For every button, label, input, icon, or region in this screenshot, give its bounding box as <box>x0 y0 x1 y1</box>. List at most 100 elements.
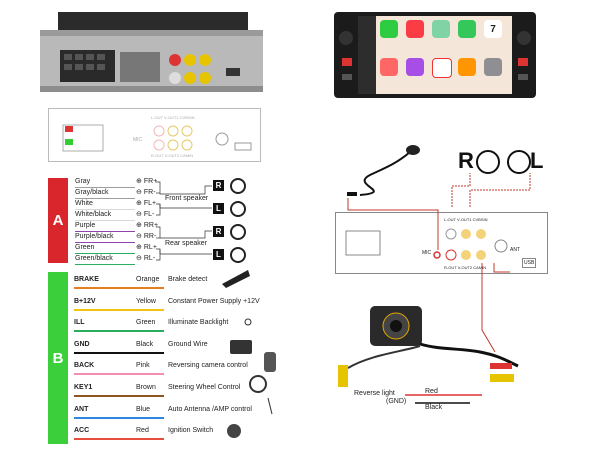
app-icon-music[interactable] <box>406 20 424 38</box>
reverse-light-label: Reverse light <box>354 390 395 397</box>
speaker-wire-line <box>75 264 135 265</box>
steering-wheel-icon <box>249 375 267 393</box>
minus-icon: ⊖ <box>136 255 142 262</box>
power-wire-function: Steering Wheel Control <box>168 384 241 391</box>
backlight-icon <box>244 318 252 326</box>
power-wire-color: Orange <box>136 276 160 283</box>
speaker-wire-color: Gray <box>75 178 91 185</box>
app-icon-settings[interactable] <box>484 58 502 76</box>
terminal-label: RL- <box>143 255 156 262</box>
speaker-wire-color: Purple/black <box>75 233 114 240</box>
terminal-label: RR+ <box>143 222 159 229</box>
ignition-icon <box>227 424 241 438</box>
app-icon-calendar[interactable]: 7 <box>484 20 502 38</box>
power-wire-color: Yellow <box>136 298 156 305</box>
gear-shift-icon <box>264 352 276 372</box>
speaker-terminal: ⊖RR- <box>136 233 156 241</box>
front-unit-image: 7 <box>334 12 536 98</box>
app-icon-messages[interactable] <box>458 20 476 38</box>
left-speaker-icon <box>507 150 531 174</box>
power-wire-line <box>74 352 164 354</box>
power-wire-color: Black <box>136 341 154 348</box>
speaker-wire-color: Gray/black <box>75 189 109 196</box>
right-speaker-icon <box>476 150 500 174</box>
front-right-box: R <box>213 180 224 191</box>
app-icon-maps[interactable] <box>432 20 450 38</box>
speaker-wire-color: White/black <box>75 211 112 218</box>
app-icon-books[interactable] <box>458 58 476 76</box>
section-a-bar: A <box>48 178 68 263</box>
minus-icon: ⊖ <box>136 189 142 196</box>
power-wire-color: Green <box>136 319 156 326</box>
speaker-terminal: ⊖FR- <box>136 189 156 197</box>
speaker-terminal: ⊖FL- <box>136 211 154 219</box>
power-wire-name: ACC <box>74 427 90 434</box>
power-wire-name: BACK <box>74 362 95 369</box>
power-wire-function: Constant Power Supply +12V <box>168 298 260 305</box>
front-left-speaker-icon <box>230 201 246 217</box>
power-wire-name: GND <box>74 341 90 348</box>
front-left-box: L <box>213 203 224 214</box>
power-wire-function: Ground Wire <box>168 341 208 348</box>
ant-label: ANT <box>510 247 520 253</box>
panel-line-art: L-OUT V-OUT1 CVBSIN R-OUT V-OUT2 CAMIN M… <box>48 108 261 162</box>
plus-icon: ⊕ <box>136 244 142 251</box>
speaker-terminal: ⊕FR+ <box>136 178 157 186</box>
speaker-wire-line <box>75 242 135 243</box>
power-wire-function: Reversing camera control <box>168 362 248 369</box>
ground-battery-icon <box>230 340 252 354</box>
plus-icon: ⊕ <box>136 222 142 229</box>
rear-right-speaker-icon <box>230 224 246 240</box>
power-wire-color: Blue <box>136 406 151 413</box>
terminal-label: FL- <box>143 211 155 218</box>
speaker-wire-color: White <box>75 200 93 207</box>
app-icon-news[interactable] <box>432 58 452 78</box>
speaker-wire-line <box>75 209 135 210</box>
power-wire-function: Auto Antenna /AMP control <box>168 406 252 413</box>
panel-top-labels: L-OUT V-OUT1 CVBSIN <box>444 217 488 222</box>
power-wire-function: Ignition Switch <box>168 427 214 434</box>
panel-bottom-labels: R-OUT V-OUT2 CAMIN <box>444 265 487 270</box>
power-wire-color: Red <box>136 427 149 434</box>
power-wire-line <box>74 438 164 440</box>
app-icon-now-playing[interactable] <box>380 58 398 76</box>
rear-panel-drawing <box>40 12 263 92</box>
gnd-label: (GND) <box>386 398 407 405</box>
speaker-wire-line <box>75 187 135 188</box>
mic-label: MIC <box>422 250 432 256</box>
power-wire-name: ANT <box>74 406 89 413</box>
app-icon-podcasts[interactable] <box>406 58 424 76</box>
power-wire-function: Brake detect <box>168 276 208 283</box>
speaker-terminal: ⊕RL+ <box>136 244 157 252</box>
app-icon-phone[interactable] <box>380 20 398 38</box>
front-right-speaker-icon <box>230 178 246 194</box>
power-wire-line <box>74 417 164 419</box>
front-speaker-label: Front speaker <box>165 195 209 202</box>
power-wire-line <box>74 330 164 332</box>
power-wire-name: ILL <box>74 319 85 326</box>
rear-left-speaker-icon <box>230 247 246 263</box>
red-wire-label: Red <box>425 388 438 395</box>
section-b-bar: B <box>48 272 68 444</box>
speaker-wire-line <box>75 231 135 232</box>
speaker-wire-line <box>75 253 135 254</box>
power-wire-line <box>74 287 164 289</box>
right-channel-letter: R <box>458 148 474 173</box>
plus-icon: ⊕ <box>136 178 142 185</box>
power-wire-line <box>74 309 164 311</box>
power-wire-function: Illuminate Backlight <box>168 319 229 326</box>
terminal-label: FR- <box>143 189 156 196</box>
minus-icon: ⊖ <box>136 233 142 240</box>
power-wire-line <box>74 373 164 375</box>
power-wire-color: Pink <box>136 362 150 369</box>
speaker-wire-line <box>75 198 135 199</box>
speaker-terminal: ⊕FL+ <box>136 200 156 208</box>
terminal-label: RL+ <box>143 244 157 251</box>
speaker-wire-color: Purple <box>75 222 96 229</box>
speaker-wire-color: Green/black <box>75 255 113 262</box>
speaker-wire-line <box>75 220 135 221</box>
left-channel-letter: L <box>530 148 544 173</box>
connection-panel: L-OUT V-OUT1 CVBSIN R-OUT V-OUT2 CAMIN M… <box>335 212 548 274</box>
